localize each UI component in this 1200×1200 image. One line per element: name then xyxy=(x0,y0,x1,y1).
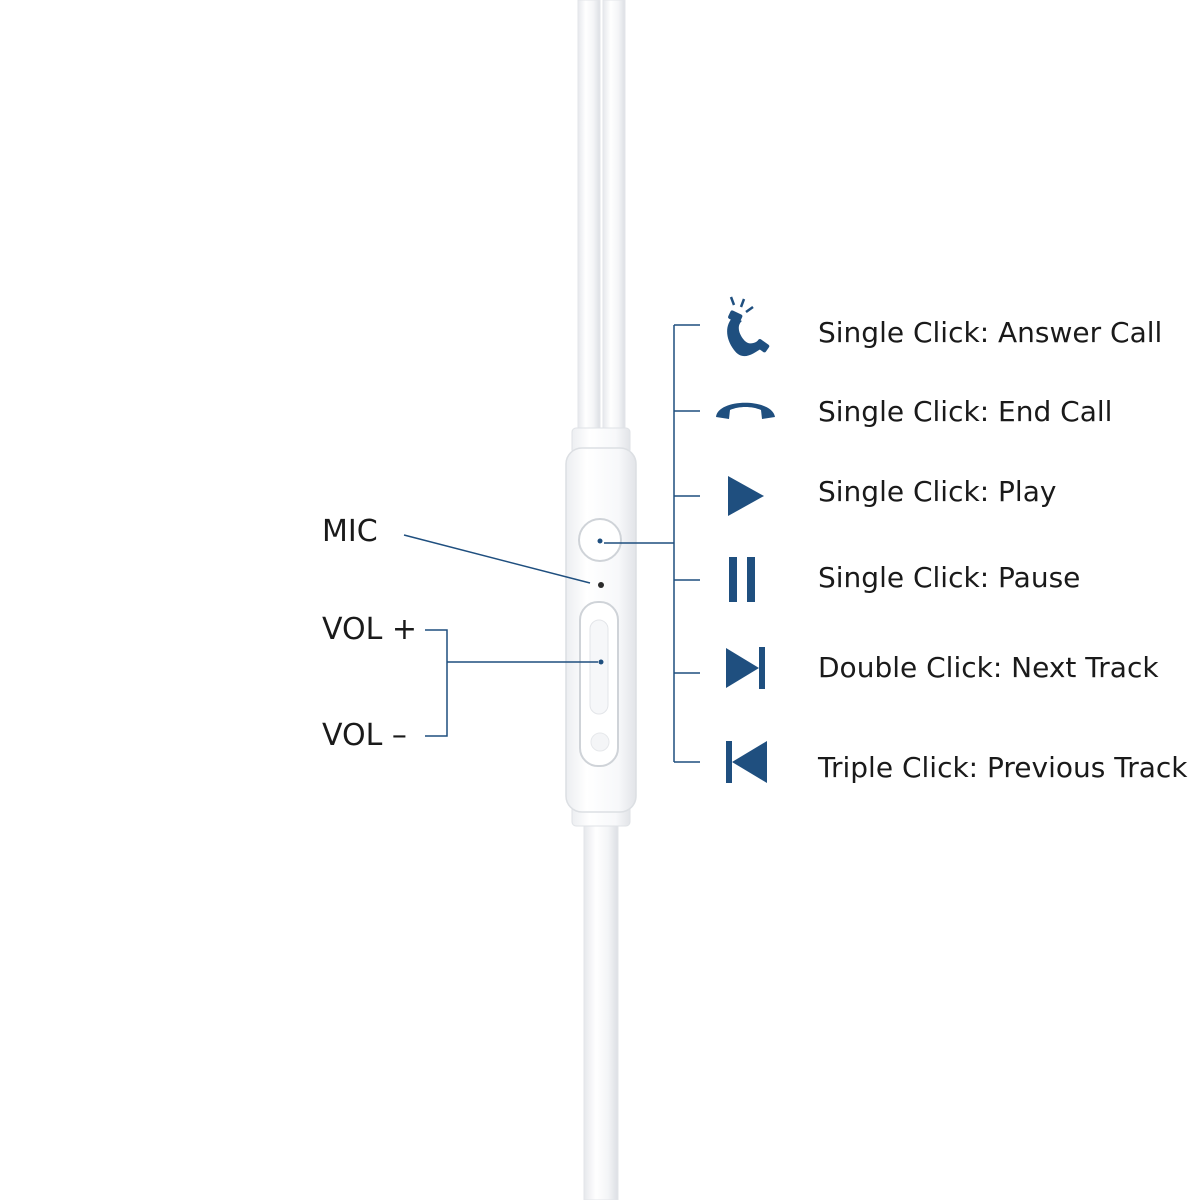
pause-icon xyxy=(729,557,755,602)
function-label-previous-track: Triple Click: Previous Track xyxy=(818,751,1188,784)
function-label-answer-call: Single Click: Answer Call xyxy=(818,316,1163,349)
answer-call-icon xyxy=(727,296,770,357)
mic-hole xyxy=(598,582,604,588)
previous-track-icon xyxy=(726,741,767,783)
upper-cable xyxy=(577,0,626,433)
vol-down-label: VOL – xyxy=(322,718,407,753)
function-label-next-track: Double Click: Next Track xyxy=(818,651,1159,684)
function-label-end-call: Single Click: End Call xyxy=(818,395,1113,428)
vol-up-label: VOL + xyxy=(322,612,417,647)
center-button[interactable] xyxy=(578,518,622,562)
next-track-icon xyxy=(726,647,765,689)
lower-cable xyxy=(583,821,619,1200)
mic-label: MIC xyxy=(322,514,378,549)
function-label-play: Single Click: Play xyxy=(818,475,1057,508)
volume-rocker[interactable] xyxy=(579,601,619,767)
end-call-icon xyxy=(716,402,775,419)
right-leader-lines xyxy=(604,324,700,763)
play-icon xyxy=(728,476,764,516)
left-leader-lines xyxy=(403,534,598,737)
function-label-pause: Single Click: Pause xyxy=(818,561,1081,594)
